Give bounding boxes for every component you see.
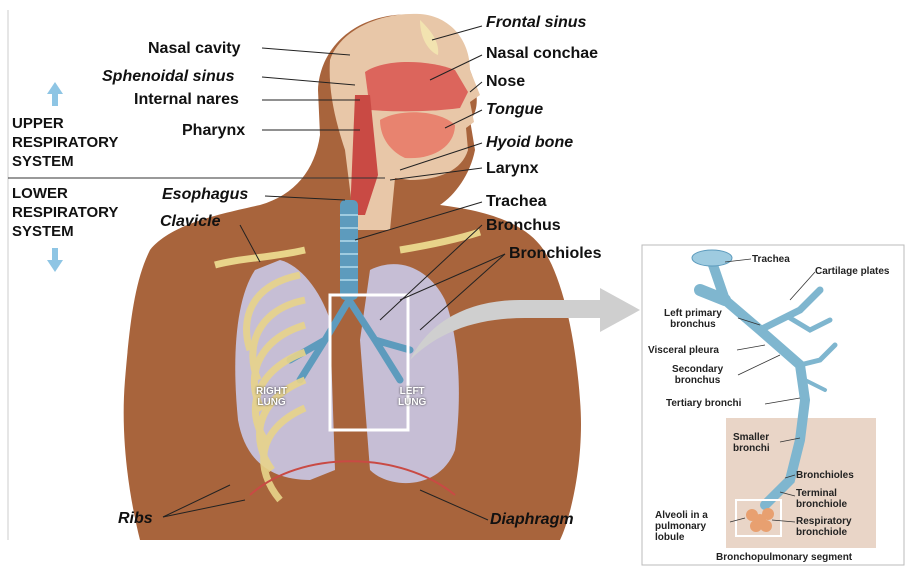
inset-label-secondary-bronchus: Secondary bronchus — [672, 364, 723, 386]
inset-label-bronchopulmonary-segment: Bronchopulmonary segment — [716, 552, 852, 563]
left-lung-line2: LUNG — [398, 397, 426, 408]
alveoli-line3: lobule — [655, 532, 708, 543]
label-nose: Nose — [486, 73, 525, 91]
inset-label-terminal-bronchiole: Terminal bronchiole — [796, 488, 847, 510]
label-diaphragm: Diaphragm — [490, 511, 574, 529]
upper-line3: SYSTEM — [12, 152, 118, 171]
smaller-line2: bronchi — [733, 443, 770, 454]
inset-label-tertiary-bronchi: Tertiary bronchi — [666, 398, 741, 409]
label-clavicle: Clavicle — [160, 213, 220, 231]
right-lung-line1: RIGHT — [256, 386, 287, 397]
left-primary-line1: Left primary — [664, 308, 722, 319]
left-primary-line2: bronchus — [664, 319, 722, 330]
label-nasal-conchae: Nasal conchae — [486, 45, 598, 63]
label-trachea: Trachea — [486, 193, 546, 211]
alveoli-line1: Alveoli in a — [655, 510, 708, 521]
inset-label-bronchioles: Bronchioles — [796, 470, 854, 481]
label-sphenoidal-sinus: Sphenoidal sinus — [102, 68, 234, 86]
inset-label-cartilage-plates: Cartilage plates — [815, 266, 889, 277]
secondary-line1: Secondary — [672, 364, 723, 375]
smaller-line1: Smaller — [733, 432, 770, 443]
label-bronchus: Bronchus — [486, 217, 561, 235]
terminal-line1: Terminal — [796, 488, 847, 499]
inset-label-alveoli: Alveoli in a pulmonary lobule — [655, 510, 708, 543]
label-bronchioles: Bronchioles — [509, 245, 601, 263]
label-larynx: Larynx — [486, 160, 538, 178]
label-hyoid-bone: Hyoid bone — [486, 134, 573, 152]
alveoli-line2: pulmonary — [655, 521, 708, 532]
lower-arrow — [47, 248, 63, 272]
label-tongue: Tongue — [486, 101, 543, 119]
label-esophagus: Esophagus — [162, 186, 248, 204]
left-lung-line1: LEFT — [398, 386, 426, 397]
lower-respiratory-system-label: LOWER RESPIRATORY SYSTEM — [12, 184, 118, 241]
label-left-lung: LEFT LUNG — [398, 386, 426, 408]
secondary-line2: bronchus — [672, 375, 723, 386]
label-internal-nares: Internal nares — [134, 91, 239, 109]
upper-respiratory-system-label: UPPER RESPIRATORY SYSTEM — [12, 114, 118, 171]
terminal-line2: bronchiole — [796, 499, 847, 510]
upper-arrow — [47, 82, 63, 106]
label-pharynx: Pharynx — [182, 122, 245, 140]
upper-line2: RESPIRATORY — [12, 133, 118, 152]
inset-label-visceral-pleura: Visceral pleura — [648, 345, 719, 356]
respiratory-line1: Respiratory — [796, 516, 852, 527]
inset-label-respiratory-bronchiole: Respiratory bronchiole — [796, 516, 852, 538]
inset-label-smaller-bronchi: Smaller bronchi — [733, 432, 770, 454]
label-frontal-sinus: Frontal sinus — [486, 14, 586, 32]
lower-line1: LOWER — [12, 184, 118, 203]
label-nasal-cavity: Nasal cavity — [148, 40, 241, 58]
label-right-lung: RIGHT LUNG — [256, 386, 287, 408]
lower-line2: RESPIRATORY — [12, 203, 118, 222]
lower-line3: SYSTEM — [12, 222, 118, 241]
right-lung-line2: LUNG — [256, 397, 287, 408]
upper-line1: UPPER — [12, 114, 118, 133]
inset-label-left-primary-bronchus: Left primary bronchus — [664, 308, 722, 330]
respiratory-line2: bronchiole — [796, 527, 852, 538]
label-ribs: Ribs — [118, 510, 153, 528]
inset-label-trachea: Trachea — [752, 254, 790, 265]
